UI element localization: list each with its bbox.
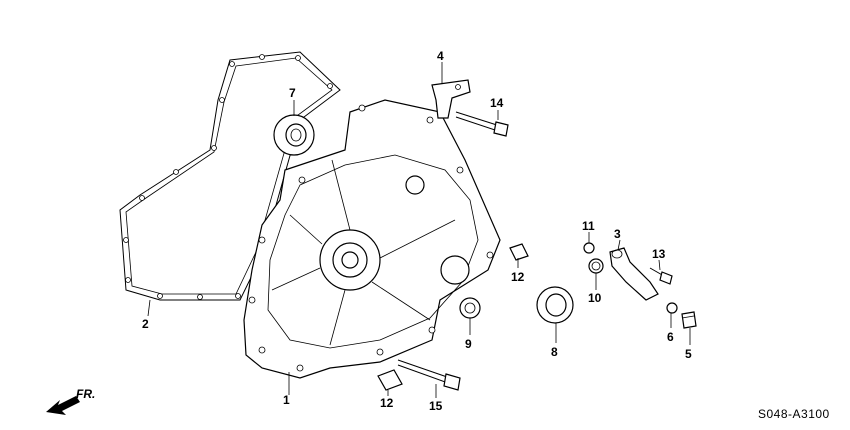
callout-12-lower: 12 [380, 396, 394, 410]
bracket [431, 79, 471, 119]
callout-5: 5 [685, 347, 692, 361]
oil-seal-large [536, 286, 574, 324]
diagram-code: S048-A3100 [758, 407, 830, 421]
leader-lines [147, 62, 691, 398]
callouts: 1 2 3 4 5 6 7 8 9 10 11 12 12 13 14 15 [142, 49, 692, 413]
callout-7: 7 [289, 86, 296, 100]
washer [583, 242, 595, 254]
callout-2: 2 [142, 317, 149, 331]
shift-arm [609, 247, 659, 301]
clutch-housing [243, 99, 501, 379]
bolt-lower [397, 359, 461, 391]
callout-1: 1 [283, 393, 290, 407]
callout-6: 6 [667, 330, 674, 344]
front-arrow-icon [46, 396, 80, 415]
oil-seal-small [459, 297, 481, 319]
callout-8: 8 [551, 345, 558, 359]
front-direction-indicator: FR. [46, 387, 95, 415]
dowel-pin-upper [509, 243, 529, 261]
callout-12-upper: 12 [511, 270, 525, 284]
callout-4: 4 [437, 49, 444, 63]
callout-15: 15 [429, 399, 443, 413]
callout-3: 3 [614, 227, 621, 241]
bolt-upper [455, 111, 509, 137]
bearing [273, 114, 315, 156]
o-ring [588, 258, 604, 274]
small-bolt [649, 267, 673, 285]
callout-13: 13 [652, 247, 666, 261]
callout-14: 14 [490, 96, 504, 110]
gasket [119, 51, 341, 301]
callout-9: 9 [465, 337, 472, 351]
callout-10: 10 [588, 291, 602, 305]
dowel-pin-lower [377, 369, 403, 391]
front-label: FR. [76, 387, 95, 401]
sealing-washer [666, 302, 678, 314]
callout-11: 11 [582, 219, 595, 233]
drain-plug [681, 311, 697, 329]
